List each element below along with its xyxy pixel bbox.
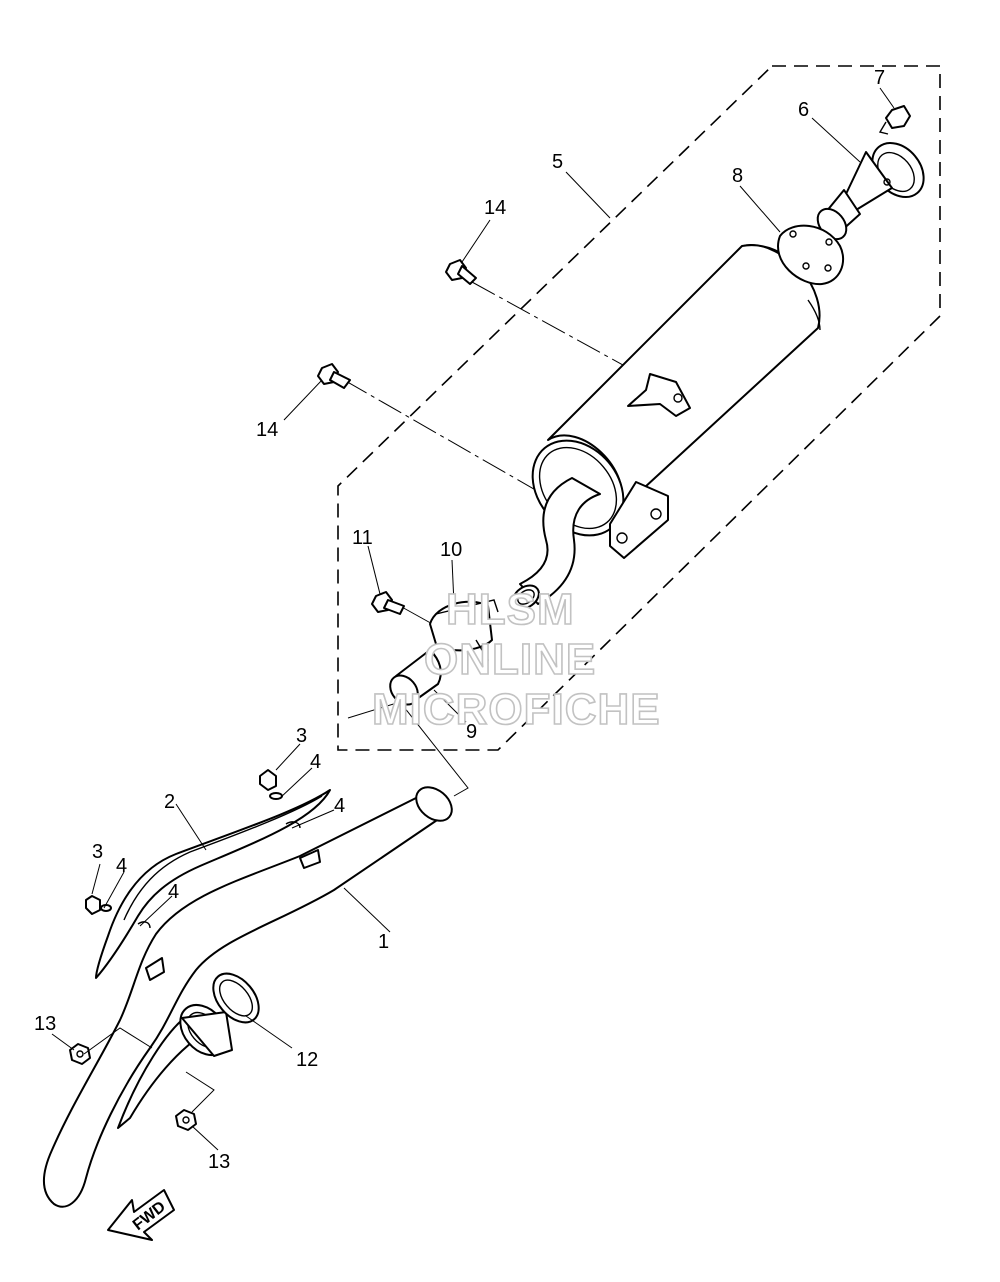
joint-pipe (389, 649, 442, 706)
bolt-14-lower-centerline (343, 379, 561, 505)
nut-13-upper (69, 1043, 91, 1065)
part-label-4-middle: 4 (334, 795, 345, 817)
part-label-3-left: 3 (92, 841, 103, 863)
part-label-13-lower: 13 (208, 1151, 230, 1173)
part-label-12: 12 (296, 1049, 318, 1071)
clamp (429, 599, 499, 667)
part-label-2: 2 (164, 791, 175, 813)
part-label-9: 9 (466, 721, 477, 743)
nut-13-lower (175, 1109, 197, 1131)
tail-pipe (816, 142, 925, 241)
nut-3-left (85, 895, 101, 915)
part-label-5: 5 (552, 151, 563, 173)
nut-3-upper (259, 769, 277, 791)
bolt-14-upper-centerline (471, 281, 673, 393)
part-label-4-left: 4 (116, 855, 127, 877)
part-label-4-lower: 4 (168, 881, 179, 903)
part-label-7: 7 (874, 67, 885, 89)
exhaust-pipe (43, 786, 453, 1208)
watermark-line-1: HLSM (446, 585, 575, 634)
part-label-4-upper: 4 (310, 751, 321, 773)
watermark-line-2: ONLINE (424, 635, 596, 684)
part-label-14-lower: 14 (256, 419, 278, 441)
muffler-inlet-pipe (512, 477, 601, 610)
part-label-14-upper: 14 (484, 197, 506, 219)
part-label-8: 8 (732, 165, 743, 187)
part-label-6: 6 (798, 99, 809, 121)
bolt-7 (878, 105, 911, 135)
bolt-14-upper (445, 259, 477, 285)
nut-13-mount-lines (83, 1027, 215, 1113)
watermark-line-3: MICROFICHE (372, 685, 661, 734)
washer-4-left (100, 904, 112, 912)
gasket (777, 224, 845, 286)
leader-lines (51, 87, 895, 1151)
muffler-assembly-boundary (337, 65, 941, 751)
bolt-11 (371, 591, 405, 615)
part-label-11: 11 (352, 527, 373, 549)
gasket-ring (212, 972, 260, 1024)
watermark: HLSM ONLINE MICROFICHE (371, 584, 661, 735)
fwd-arrow-icon: FWD (107, 1189, 175, 1241)
washer-4-middle (285, 821, 301, 829)
washer-4-lower (137, 921, 151, 929)
part-label-1: 1 (378, 931, 389, 953)
part-label-10: 10 (440, 539, 462, 561)
bolt-14-lower (317, 363, 351, 389)
part-label-3-upper: 3 (296, 725, 307, 747)
heat-protector (95, 789, 331, 979)
subassembly-leader (347, 701, 469, 797)
part-label-13-upper: 13 (34, 1013, 56, 1035)
